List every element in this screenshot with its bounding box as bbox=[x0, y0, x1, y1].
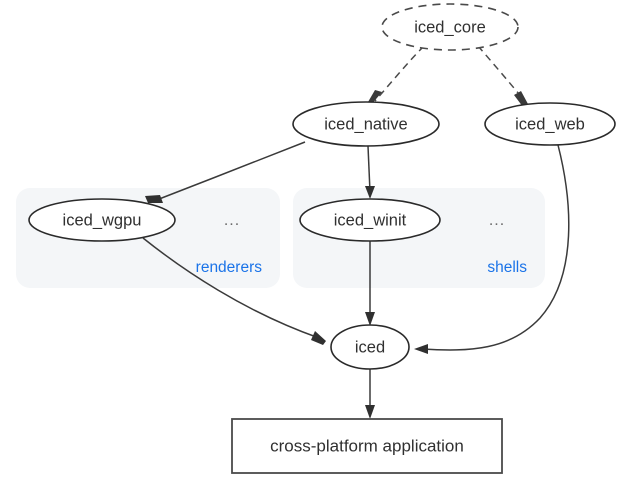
edge-native-to-winit-line bbox=[367, 145, 371, 193]
cluster-renderers-label: renderers bbox=[196, 259, 263, 276]
edge-core-to-native bbox=[368, 45, 425, 105]
node-iced-core[interactable]: iced_core bbox=[381, 3, 519, 51]
node-iced-web-label: iced_web bbox=[515, 115, 585, 133]
node-iced-core-shape[interactable] bbox=[381, 3, 519, 51]
edge-web-to-iced bbox=[414, 144, 570, 354]
edge-core-to-web-line bbox=[477, 45, 525, 101]
node-iced-label: iced bbox=[355, 338, 385, 356]
edge-native-to-winit bbox=[365, 145, 375, 199]
edge-web-to-iced-arrowhead bbox=[414, 344, 428, 354]
edge-wgpu-to-iced-line bbox=[142, 237, 320, 339]
node-iced-web-shape[interactable] bbox=[484, 102, 616, 146]
edge-iced-to-application bbox=[365, 369, 375, 419]
edge-core-to-web-arrowhead bbox=[514, 91, 528, 107]
edge-web-to-iced-line bbox=[421, 144, 570, 351]
edge-native-to-wgpu-line bbox=[153, 141, 306, 202]
node-iced-native-label: iced_native bbox=[324, 115, 407, 133]
edge-core-to-native-arrowhead bbox=[368, 90, 382, 105]
node-iced[interactable]: iced bbox=[330, 324, 410, 370]
edge-native-to-winit-arrowhead bbox=[365, 186, 375, 199]
edge-core-to-web bbox=[477, 45, 528, 107]
node-iced-wgpu-label: iced_wgpu bbox=[63, 211, 142, 229]
edge-native-to-wgpu-arrowhead bbox=[145, 195, 163, 203]
node-cross-platform-application[interactable]: cross-platform application bbox=[231, 418, 503, 474]
cluster-shells-label: shells bbox=[487, 259, 527, 276]
edge-wgpu-to-iced-arrowhead bbox=[311, 331, 326, 345]
node-iced-winit[interactable]: iced_winit bbox=[299, 198, 441, 242]
node-iced-native-shape[interactable] bbox=[292, 101, 440, 147]
node-iced-native[interactable]: iced_native bbox=[292, 101, 440, 147]
node-iced-web[interactable]: iced_web bbox=[484, 102, 616, 146]
node-iced-wgpu[interactable]: iced_wgpu bbox=[28, 198, 176, 242]
node-iced-wgpu-shape[interactable] bbox=[28, 198, 176, 242]
edge-wgpu-to-iced bbox=[142, 237, 326, 345]
node-iced-winit-shape[interactable] bbox=[299, 198, 441, 242]
edge-native-to-wgpu bbox=[145, 141, 306, 203]
node-iced-core-label: iced_core bbox=[414, 18, 486, 36]
node-cross-platform-application-shape[interactable] bbox=[231, 418, 503, 474]
edge-winit-to-iced bbox=[365, 241, 375, 326]
node-cross-platform-application-label: cross-platform application bbox=[270, 436, 464, 455]
shells-ellipsis-marker: ... bbox=[489, 212, 505, 229]
edge-iced-to-application-arrowhead bbox=[365, 405, 375, 419]
edge-core-to-native-line bbox=[374, 45, 425, 102]
node-iced-winit-label: iced_winit bbox=[334, 211, 407, 229]
node-iced-shape[interactable] bbox=[330, 324, 410, 370]
edge-winit-to-iced-arrowhead bbox=[365, 312, 375, 326]
renderers-ellipsis-marker: ... bbox=[224, 212, 240, 229]
